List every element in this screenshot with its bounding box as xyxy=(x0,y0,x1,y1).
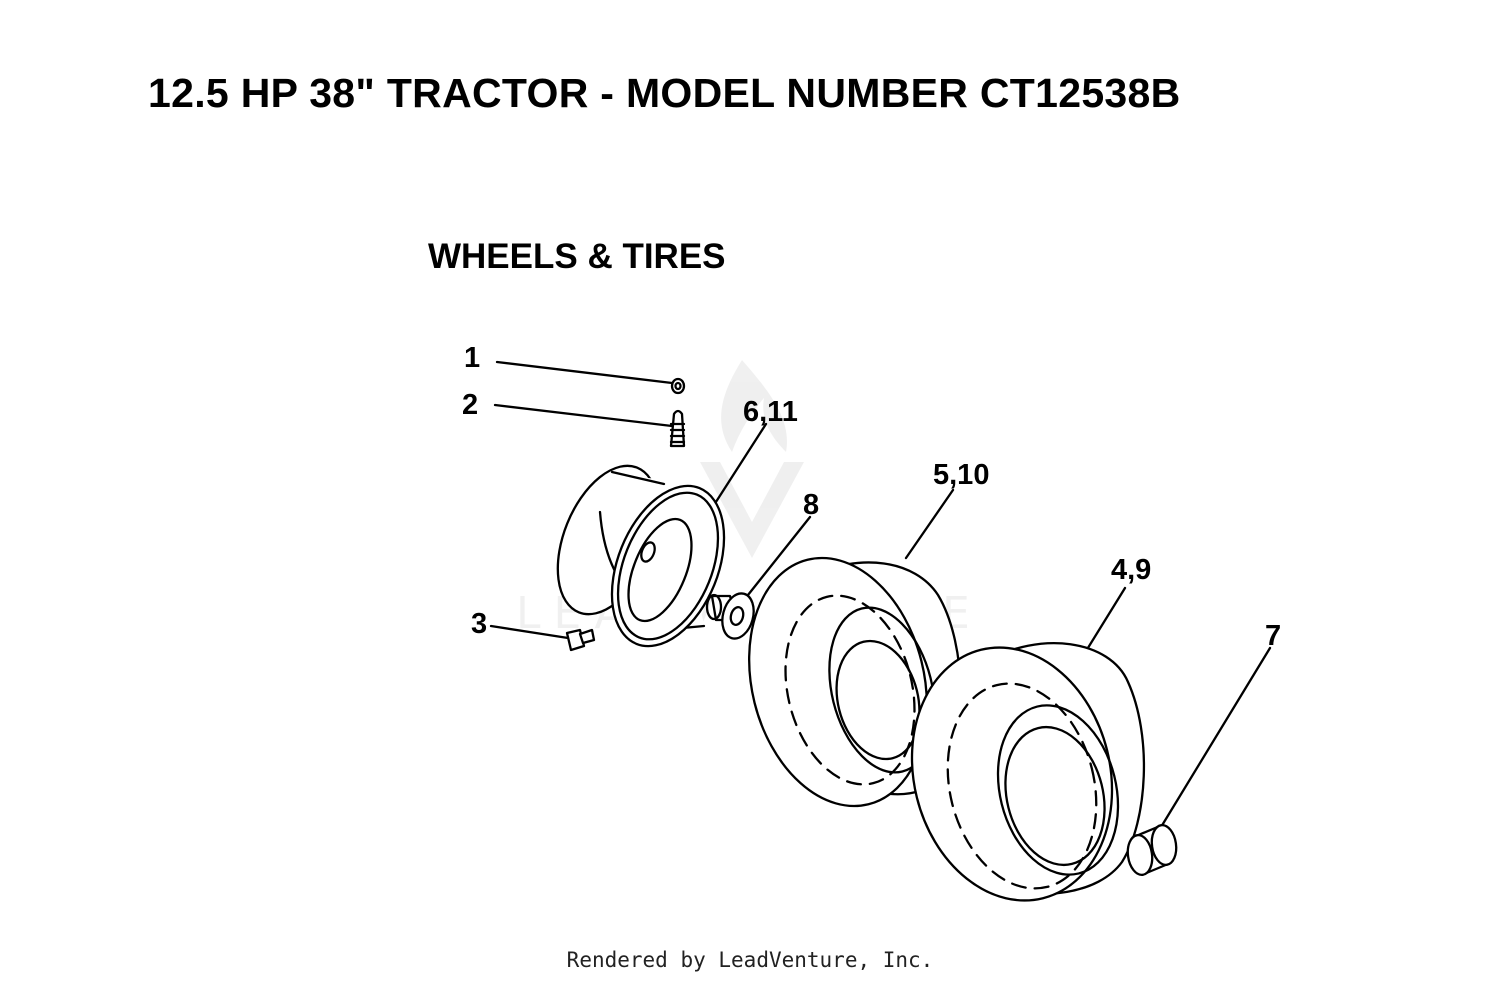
callout-label-2: 2 xyxy=(462,389,478,421)
callout-label-6-11: 6,11 xyxy=(743,396,798,428)
part-2-valve-stem[interactable] xyxy=(493,403,686,448)
callout-label-3: 3 xyxy=(471,608,487,640)
part-6-11-wheel-rim[interactable] xyxy=(538,422,768,663)
part-3-bolt[interactable] xyxy=(489,624,596,652)
page-title: 12.5 HP 38" TRACTOR - MODEL NUMBER CT125… xyxy=(148,70,1181,116)
part-8-bushing[interactable] xyxy=(705,515,812,642)
callout-label-5-10: 5,10 xyxy=(933,459,989,491)
callout-label-7: 7 xyxy=(1265,620,1281,652)
callout-label-4-9: 4,9 xyxy=(1111,554,1151,586)
callout-label-8: 8 xyxy=(803,489,819,521)
section-title: WHEELS & TIRES xyxy=(428,237,726,276)
part-7-hub-cap[interactable] xyxy=(1125,646,1272,877)
part-4-9-tire-rear[interactable] xyxy=(886,586,1146,922)
part-1-nut[interactable] xyxy=(495,360,686,395)
callout-label-1: 1 xyxy=(464,342,480,374)
footer-credit: Rendered by LeadVenture, Inc. xyxy=(566,948,934,972)
